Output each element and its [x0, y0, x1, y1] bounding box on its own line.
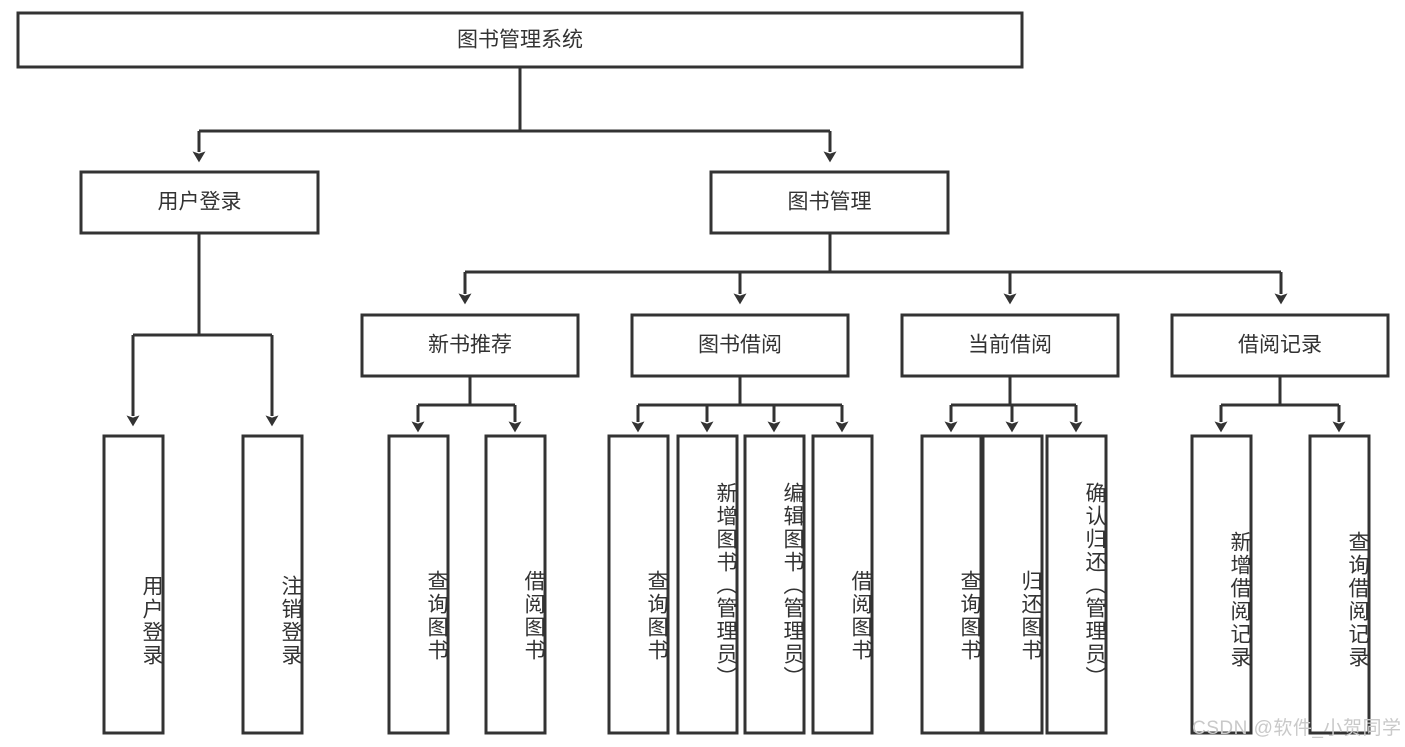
leaf-box-return-book[interactable]	[981, 434, 1044, 735]
leaf-box-query-book-3[interactable]	[920, 434, 983, 735]
node-root-label: 图书管理系统	[457, 29, 583, 52]
node-borrow-record-label: 借阅记录	[1238, 334, 1322, 357]
node-current-borrow-label: 当前借阅	[968, 334, 1052, 357]
leaf-box-query-book-1[interactable]	[387, 434, 450, 735]
node-root-box[interactable]	[16, 11, 1024, 69]
leaf-box-borrow-book-2[interactable]	[811, 434, 874, 735]
node-borrow-record-box[interactable]	[1170, 313, 1390, 378]
leaf-box-edit-book[interactable]	[743, 434, 806, 735]
connector-group-borrow-record	[1214, 376, 1346, 433]
leaf-box-confirm-return[interactable]	[1045, 434, 1108, 735]
node-book-borrow[interactable]: 图书借阅	[630, 313, 850, 378]
leaf-box-add-record[interactable]	[1190, 434, 1253, 735]
leaf-box-group	[102, 434, 1371, 735]
leaf-box-user-login[interactable]	[102, 434, 165, 735]
node-user-login-box[interactable]	[79, 170, 320, 235]
node-user-login-label: 用户登录	[158, 191, 242, 214]
connector-group-root	[192, 68, 837, 163]
node-borrow-record[interactable]: 借阅记录	[1170, 313, 1390, 378]
node-current-borrow-box[interactable]	[900, 313, 1120, 378]
leaf-box-add-book[interactable]	[676, 434, 739, 735]
leaf-box-borrow-book-1[interactable]	[484, 434, 547, 735]
node-book-manage-box[interactable]	[709, 170, 950, 235]
node-book-manage-label: 图书管理	[788, 191, 872, 214]
node-book-borrow-box[interactable]	[630, 313, 850, 378]
node-root[interactable]: 图书管理系统	[16, 11, 1024, 69]
node-new-book-rec[interactable]: 新书推荐	[360, 313, 580, 378]
leaf-box-logout[interactable]	[241, 434, 304, 735]
node-new-book-rec-box[interactable]	[360, 313, 580, 378]
connector-group-user-login	[126, 233, 279, 427]
csdn-watermark: CSDN @软件_小贺同学	[1192, 718, 1402, 739]
connector-group-new-book-rec	[411, 376, 522, 433]
node-book-borrow-label: 图书借阅	[698, 334, 782, 357]
connector-group-book-manage	[458, 233, 1288, 305]
node-current-borrow[interactable]: 当前借阅	[900, 313, 1120, 378]
leaf-box-query-book-2[interactable]	[607, 434, 670, 735]
connector-group-current-borrow	[944, 376, 1083, 433]
leaf-box-query-record[interactable]	[1308, 434, 1371, 735]
connector-group-book-borrow	[631, 376, 849, 433]
node-new-book-rec-label: 新书推荐	[428, 334, 512, 357]
node-book-manage[interactable]: 图书管理	[709, 170, 950, 235]
node-user-login[interactable]: 用户登录	[79, 170, 320, 235]
